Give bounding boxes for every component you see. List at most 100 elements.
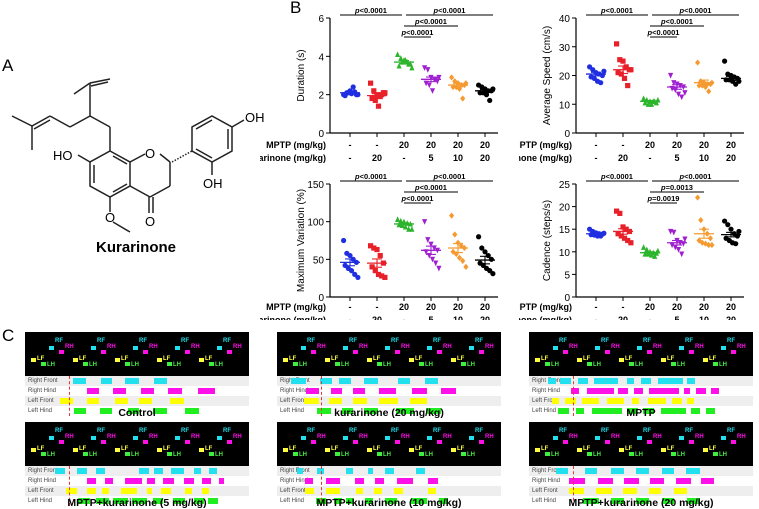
svg-text:-: - [649, 315, 652, 320]
svg-text:20: 20 [618, 315, 628, 320]
svg-text:MPTP (mg/kg): MPTP (mg/kg) [519, 302, 572, 312]
gait-row: Right Hind [25, 476, 249, 486]
gait-row: Right Hind [25, 386, 249, 396]
svg-text:20: 20 [372, 315, 382, 320]
svg-text:p<0.0001: p<0.0001 [600, 6, 633, 15]
svg-text:kurarinone (mg/kg): kurarinone (mg/kg) [260, 315, 326, 320]
svg-text:p<0.0001: p<0.0001 [401, 194, 434, 203]
svg-text:p<0.0001: p<0.0001 [414, 183, 447, 192]
svg-text:Cadence (steps/s): Cadence (steps/s) [542, 200, 553, 281]
svg-text:10: 10 [453, 315, 463, 320]
svg-text:20: 20 [480, 315, 490, 320]
gait-panel-title: MPTP+kurarinone (5 mg/kg) [67, 497, 207, 509]
svg-text:5: 5 [674, 153, 679, 163]
svg-text:5: 5 [674, 315, 679, 320]
svg-text:p<0.0001: p<0.0001 [433, 172, 466, 181]
svg-text:30: 30 [559, 43, 571, 54]
svg-text:p<0.0001: p<0.0001 [600, 172, 633, 181]
svg-text:-: - [403, 315, 406, 320]
svg-text:6: 6 [318, 14, 324, 25]
svg-text:20: 20 [726, 315, 736, 320]
gait-row: Left Hind [25, 406, 249, 416]
svg-text:-: - [349, 315, 352, 320]
svg-text:10: 10 [559, 100, 571, 111]
gait-row: Left Front [25, 396, 249, 406]
svg-text:p<0.0001: p<0.0001 [354, 6, 387, 15]
svg-text:20: 20 [480, 302, 490, 312]
svg-text:20: 20 [618, 153, 628, 163]
gait-row: Right Front [529, 466, 753, 476]
svg-text:-: - [349, 140, 352, 150]
svg-text:MPTP (mg/kg): MPTP (mg/kg) [266, 140, 326, 150]
svg-text:20: 20 [726, 153, 736, 163]
compound-name: Kurarinone [96, 239, 177, 256]
svg-text:p<0.0001: p<0.0001 [679, 6, 712, 15]
gait-row: Right Front [277, 376, 501, 386]
gait-panel-title: kurarinone (20 mg/kg) [334, 407, 444, 419]
svg-text:-: - [595, 153, 598, 163]
svg-text:5: 5 [428, 315, 433, 320]
svg-text:10: 10 [453, 153, 463, 163]
ketone-oxygen-label: O [145, 214, 155, 229]
svg-text:20: 20 [726, 302, 736, 312]
svg-text:15: 15 [559, 225, 571, 236]
svg-text:-: - [595, 140, 598, 150]
svg-text:100: 100 [307, 218, 324, 229]
svg-text:-: - [376, 302, 379, 312]
gait-row: Left Front [277, 486, 501, 496]
svg-text:p<0.0001: p<0.0001 [679, 172, 712, 181]
svg-text:20: 20 [645, 140, 655, 150]
svg-text:-: - [349, 302, 352, 312]
svg-text:0: 0 [564, 129, 570, 140]
svg-text:2: 2 [318, 91, 324, 102]
svg-text:20: 20 [453, 302, 463, 312]
svg-text:20: 20 [559, 72, 571, 83]
gait-row: Left Hind [529, 406, 753, 416]
gait-panel-title: MPTP+kurarinone (10 mg/kg) [316, 497, 462, 509]
svg-text:MPTP (mg/kg): MPTP (mg/kg) [266, 302, 326, 312]
svg-text:50: 50 [313, 255, 325, 266]
gait-row: Left Front [277, 396, 501, 406]
svg-text:5: 5 [564, 270, 570, 281]
svg-text:p=0.0013: p=0.0013 [660, 183, 693, 192]
svg-text:20: 20 [699, 140, 709, 150]
svg-text:-: - [349, 153, 352, 163]
panel-letter-a: A [2, 56, 14, 75]
svg-text:0: 0 [318, 129, 324, 140]
svg-text:10: 10 [559, 248, 571, 259]
svg-text:0: 0 [564, 293, 570, 304]
svg-text:-: - [649, 153, 652, 163]
svg-text:4: 4 [318, 52, 324, 63]
svg-text:20: 20 [672, 140, 682, 150]
svg-text:p<0.0001: p<0.0001 [354, 172, 387, 181]
svg-text:10: 10 [699, 315, 709, 320]
gait-row: Right Front [25, 376, 249, 386]
svg-text:kurarinone (mg/kg): kurarinone (mg/kg) [519, 315, 572, 320]
svg-text:p=0.0019: p=0.0019 [647, 194, 680, 203]
svg-text:Average Speed (cm/s): Average Speed (cm/s) [542, 26, 553, 125]
svg-text:5: 5 [428, 153, 433, 163]
gait-row: Right Hind [277, 476, 501, 486]
panel-letter-c: C [2, 326, 15, 345]
svg-text:p<0.0001: p<0.0001 [414, 17, 447, 26]
svg-text:20: 20 [399, 302, 409, 312]
gait-row: Left Hind [529, 496, 753, 506]
svg-text:20: 20 [645, 302, 655, 312]
gait-panel-title: MPTP [626, 407, 656, 419]
svg-text:40: 40 [559, 14, 571, 25]
svg-text:0: 0 [318, 293, 324, 304]
svg-text:20: 20 [426, 302, 436, 312]
svg-text:20: 20 [480, 153, 490, 163]
svg-text:kurarinone (mg/kg): kurarinone (mg/kg) [519, 153, 572, 163]
